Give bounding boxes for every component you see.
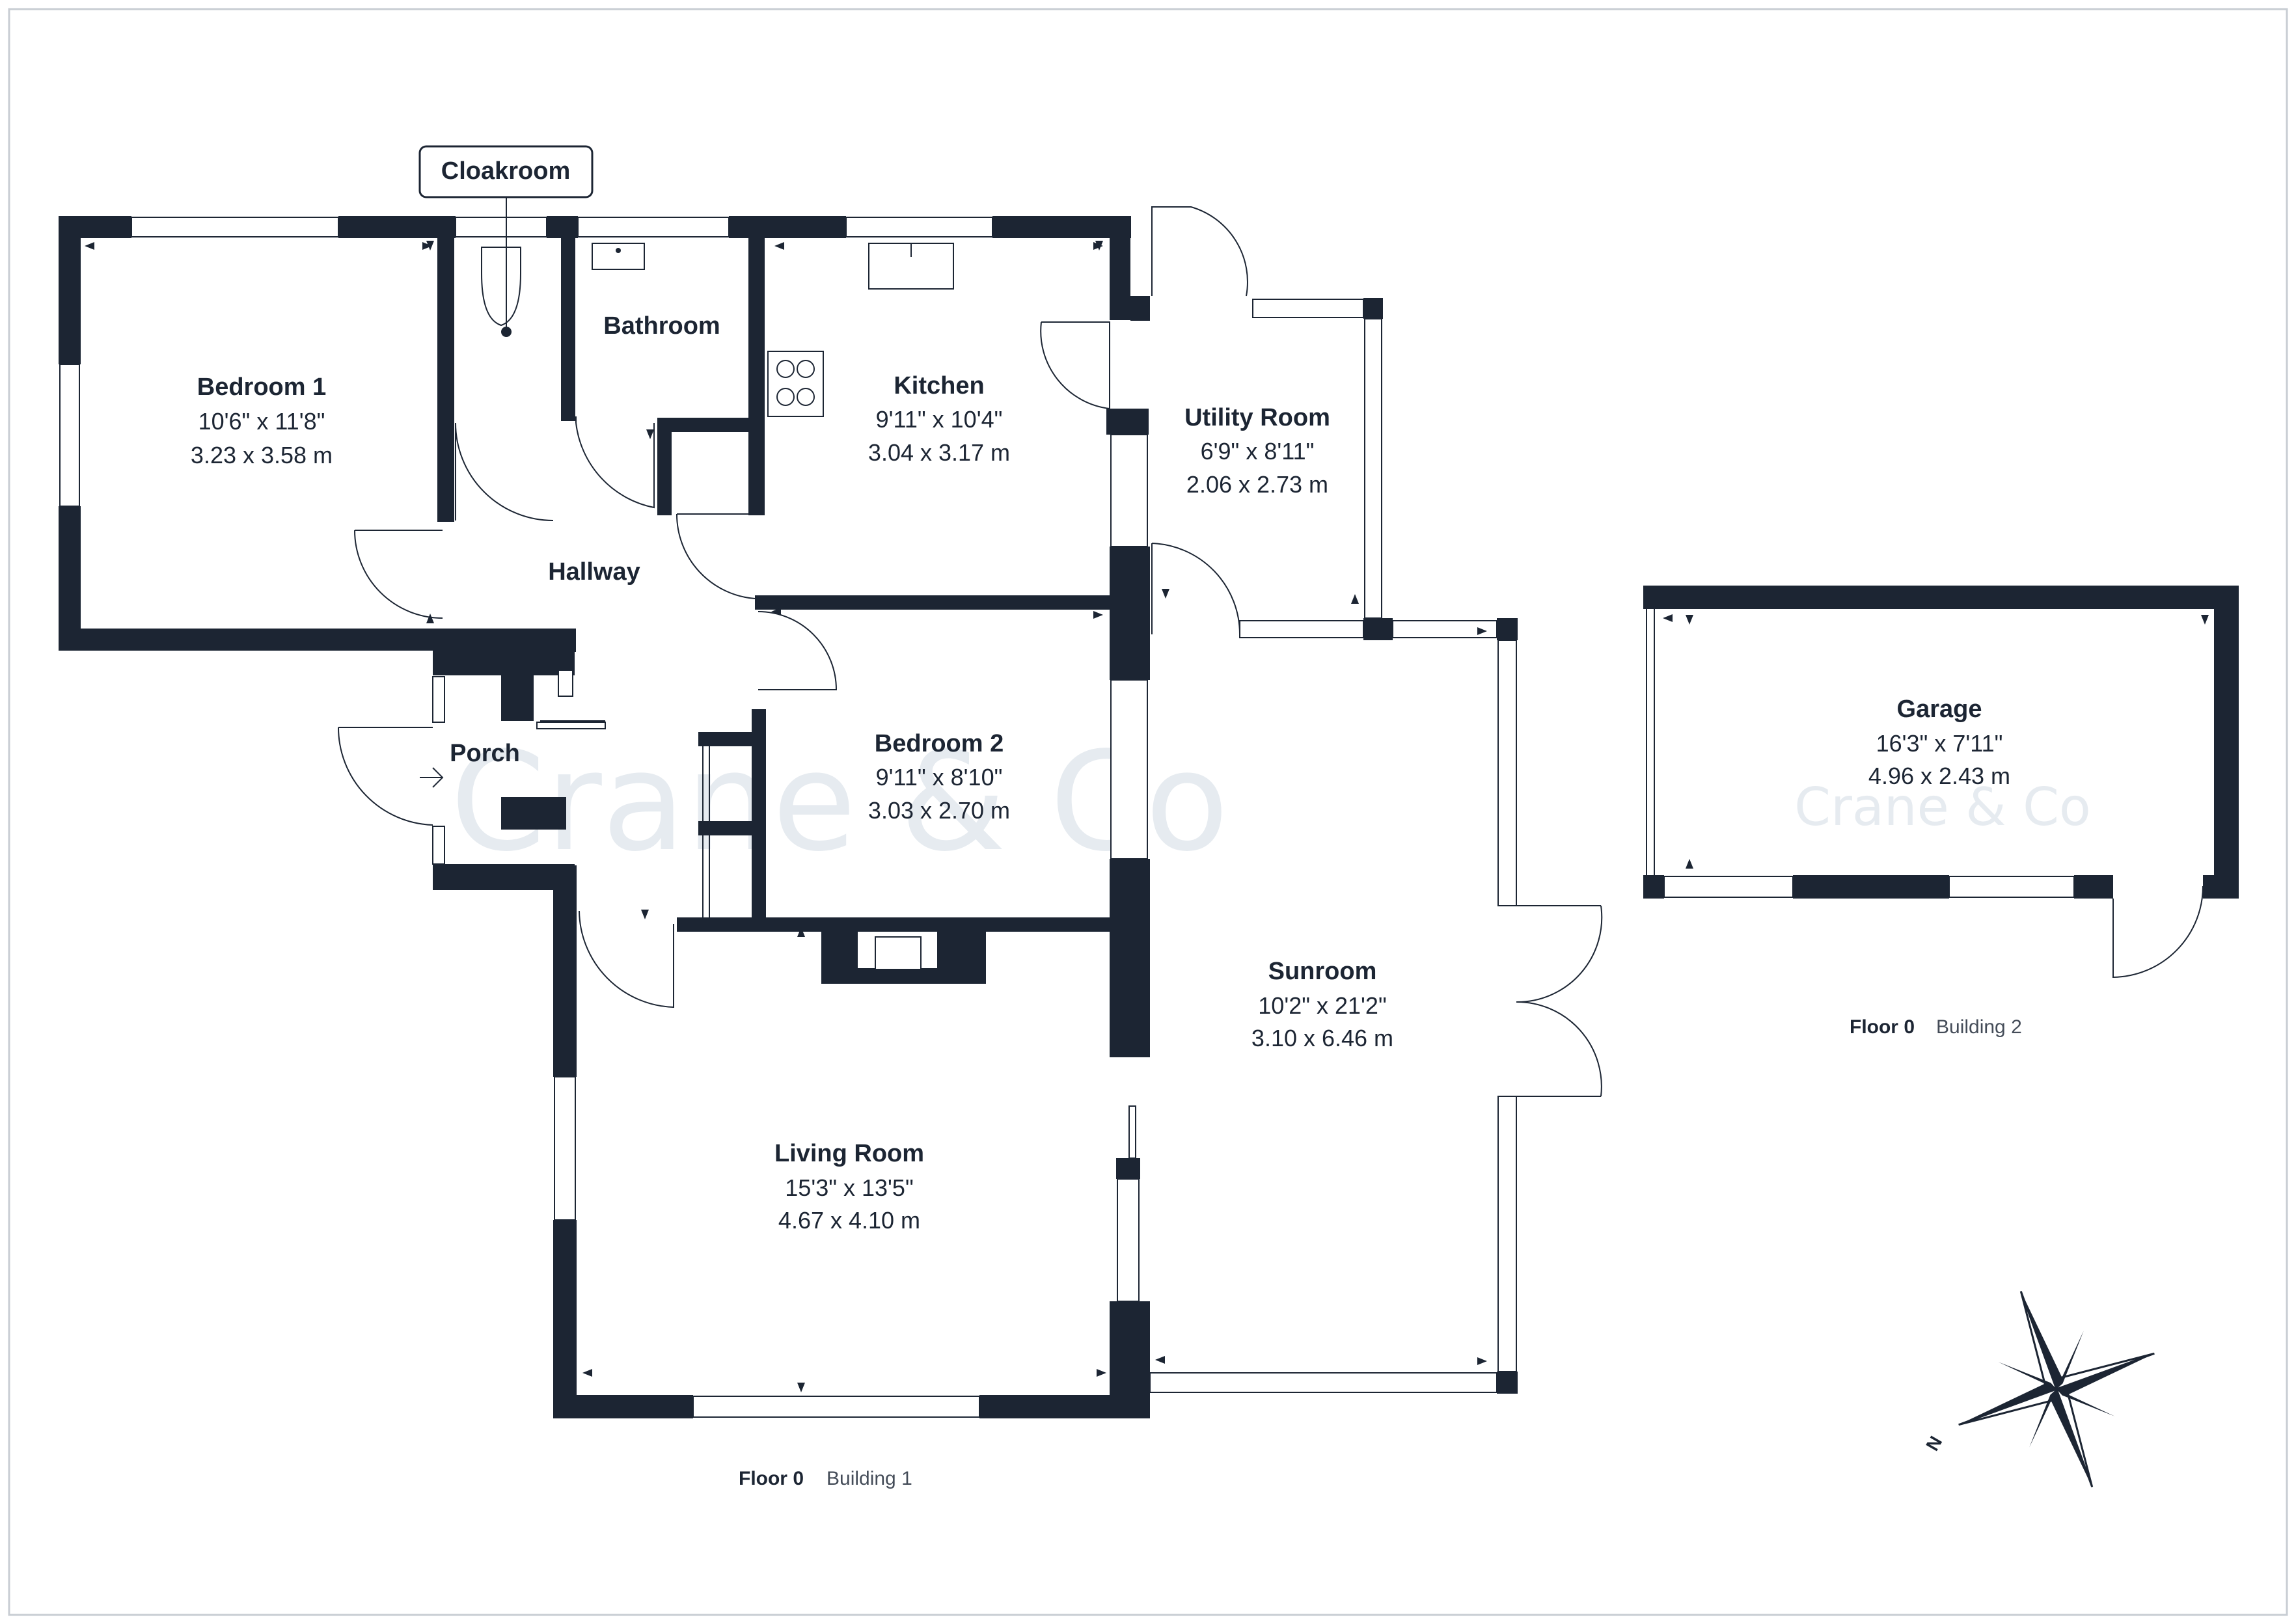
room-imperial-bedroom1: 10'6" x 11'8" (198, 408, 325, 435)
dimension-ticks (85, 241, 1487, 1392)
caption-building-1: Floor 0 Building 1 (739, 1468, 912, 1489)
room-label-sunroom: Sunroom 10'2" x 21'2" 3.10 x 6.46 m (1251, 958, 1393, 1051)
cloakroom-callout: Cloakroom (418, 145, 594, 237)
entrance-arrow-icon (420, 767, 444, 788)
toilet-icon (481, 247, 521, 327)
building-1-windows (59, 217, 1517, 1418)
room-metric-bedroom2: 3.03 x 2.70 m (868, 797, 1010, 824)
room-imperial-bedroom2: 9'11" x 8'10" (876, 764, 1003, 791)
building-1-doors (338, 206, 1603, 1097)
room-label-bedroom2: Bedroom 2 9'11" x 8'10" 3.03 x 2.70 m (868, 730, 1010, 824)
room-name-garage: Garage (1897, 696, 1982, 723)
room-imperial-garage: 16'3" x 7'11" (1876, 730, 2003, 757)
floor-label-b2: Floor 0 (1850, 1016, 1915, 1038)
room-imperial-living: 15'3" x 13'5" (785, 1174, 913, 1201)
room-imperial-kitchen: 9'11" x 10'4" (876, 406, 1003, 433)
room-label-porch: Porch (450, 740, 520, 767)
room-name-bathroom: Bathroom (603, 312, 720, 340)
watermark-building-2: Crane & Co (1794, 777, 2091, 837)
watermark-building-1: Crane & Co (450, 722, 1229, 882)
compass-north-label: N (1922, 1433, 1946, 1454)
room-name-living: Living Room (774, 1140, 924, 1167)
room-name-porch: Porch (450, 740, 520, 767)
building-label-b1: Building 1 (827, 1468, 912, 1489)
page-border (8, 8, 2288, 1616)
room-name-utility: Utility Room (1184, 404, 1330, 431)
room-name-bedroom2: Bedroom 2 (875, 730, 1004, 757)
building-1-walls (59, 216, 1518, 1418)
hob-icon (767, 351, 824, 417)
room-imperial-utility: 6'9" x 8'11" (1201, 438, 1315, 465)
compass-rose-icon (1958, 1291, 2155, 1487)
room-name-bedroom1: Bedroom 1 (197, 373, 326, 401)
room-metric-sunroom: 3.10 x 6.46 m (1251, 1025, 1393, 1051)
building-2-walls (1643, 586, 2239, 979)
room-metric-utility: 2.06 x 2.73 m (1186, 471, 1328, 498)
fixtures (420, 237, 954, 970)
room-metric-living: 4.67 x 4.10 m (778, 1207, 920, 1234)
room-label-bedroom1: Bedroom 1 10'6" x 11'8" 3.23 x 3.58 m (191, 373, 333, 468)
room-label-garage: Garage 16'3" x 7'11" 4.96 x 2.43 m (1868, 696, 2010, 789)
room-label-kitchen: Kitchen 9'11" x 10'4" 3.04 x 3.17 m (868, 372, 1010, 466)
fireplace-icon (875, 936, 922, 970)
building-label-b2: Building 2 (1936, 1016, 2022, 1038)
room-name-cloakroom: Cloakroom (441, 157, 570, 185)
room-name-hallway: Hallway (548, 558, 640, 586)
caption-building-2: Floor 0 Building 2 (1850, 1016, 2022, 1038)
floor-label-b1: Floor 0 (739, 1468, 804, 1489)
room-imperial-sunroom: 10'2" x 21'2" (1258, 992, 1386, 1019)
sink-icon (592, 243, 645, 270)
room-label-living: Living Room 15'3" x 13'5" 4.67 x 4.10 m (774, 1140, 924, 1234)
room-label-bathroom: Bathroom (603, 312, 720, 340)
room-name-sunroom: Sunroom (1268, 958, 1377, 985)
room-metric-garage: 4.96 x 2.43 m (1868, 763, 2010, 789)
room-metric-bedroom1: 3.23 x 3.58 m (191, 442, 333, 468)
room-label-hallway: Hallway (548, 558, 640, 586)
room-name-kitchen: Kitchen (894, 372, 984, 399)
room-label-utility: Utility Room 6'9" x 8'11" 2.06 x 2.73 m (1184, 404, 1330, 498)
room-metric-kitchen: 3.04 x 3.17 m (868, 439, 1010, 466)
